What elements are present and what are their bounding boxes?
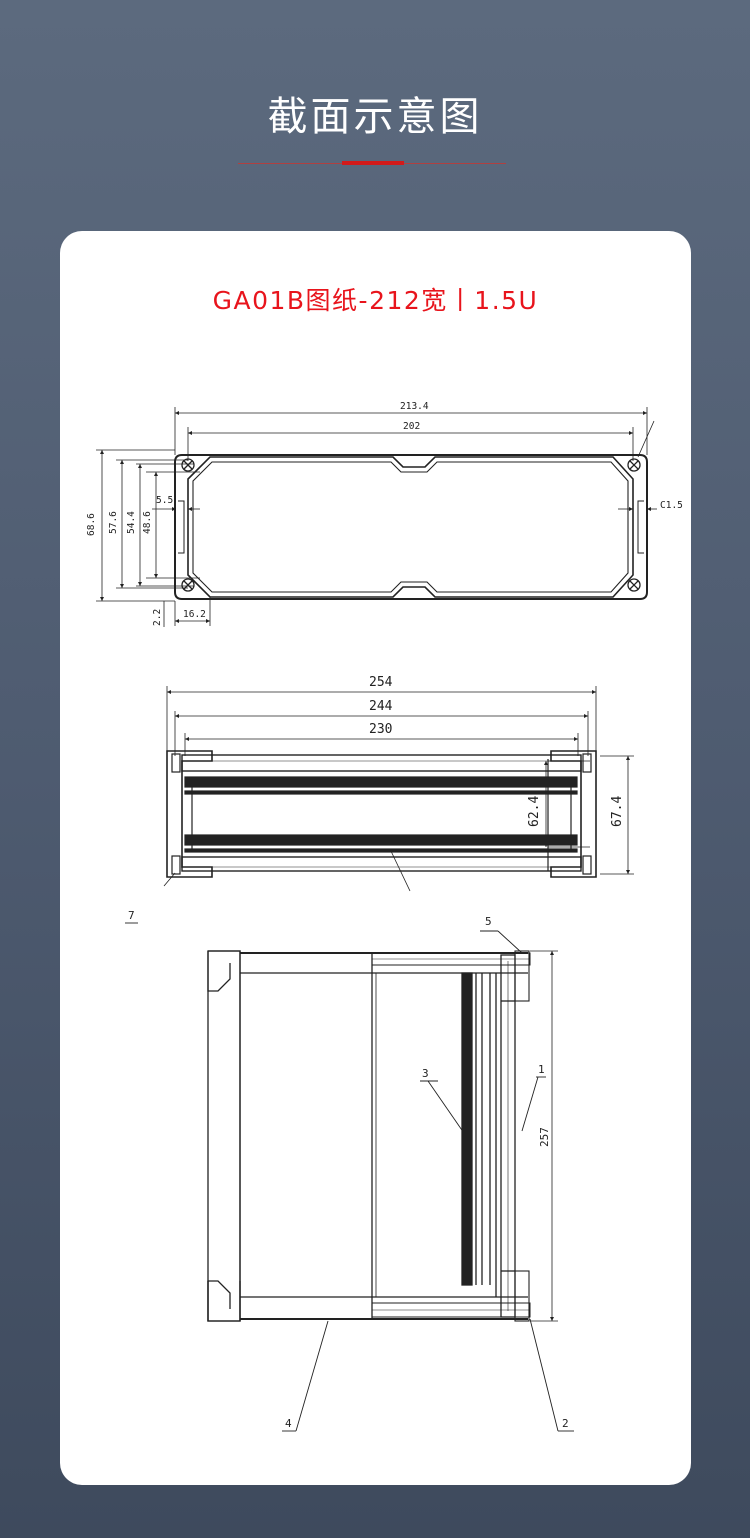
technical-drawing: 213.4 202 68.6 57.6 54.4 48.6 5.5 C1.5 2… [86, 401, 683, 1432]
page-title: 截面示意图 [267, 94, 483, 140]
dim-height-c: 48.6 [142, 511, 153, 534]
dim-side-offset: 16.2 [183, 609, 206, 620]
dim-inner-width: 202 [403, 421, 420, 432]
drawing-card: GA01B图纸-212宽丨1.5U [60, 231, 691, 1485]
dim-height-b: 54.4 [126, 511, 137, 534]
dim-height-a: 57.6 [108, 511, 119, 534]
callout-7: 7 [128, 909, 135, 922]
dim-height-outer: 68.6 [86, 513, 97, 536]
dim-length-overall: 254 [369, 675, 393, 690]
top-view-labels: 213.4 202 68.6 57.6 54.4 48.6 5.5 C1.5 2… [86, 401, 683, 626]
side-view-labels: 254 244 230 62.4 67.4 [369, 675, 625, 827]
profile-inner [187, 456, 634, 598]
title-underline-accent [342, 161, 404, 165]
dim-chamfer: C1.5 [660, 500, 683, 511]
plan-view [125, 922, 574, 1432]
callout-3: 3 [422, 1067, 429, 1080]
dim-plan-length: 257 [538, 1127, 551, 1147]
dim-overall-width: 213.4 [400, 401, 429, 412]
dim-bottom-offset: 2.2 [152, 609, 163, 626]
dim-offset: 5.5 [156, 495, 173, 506]
side-view [163, 686, 634, 892]
dim-height-outer-side: 67.4 [610, 796, 625, 827]
callout-4: 4 [285, 1417, 292, 1430]
dim-length-mid: 244 [369, 699, 393, 714]
dim-length-inner: 230 [369, 722, 392, 737]
profile-outer [174, 454, 648, 600]
drawing-title: GA01B图纸-212宽丨1.5U [212, 286, 539, 315]
dim-height-inner: 62.4 [527, 796, 542, 827]
cross-section-view [96, 407, 657, 627]
callout-1: 1 [538, 1063, 545, 1076]
profile-inner-2 [192, 461, 629, 593]
callout-5: 5 [485, 915, 492, 928]
plan-view-labels: 5 3 1 4 2 7 257 [128, 909, 569, 1430]
callout-2: 2 [562, 1417, 569, 1430]
screw-holes [181, 458, 641, 592]
